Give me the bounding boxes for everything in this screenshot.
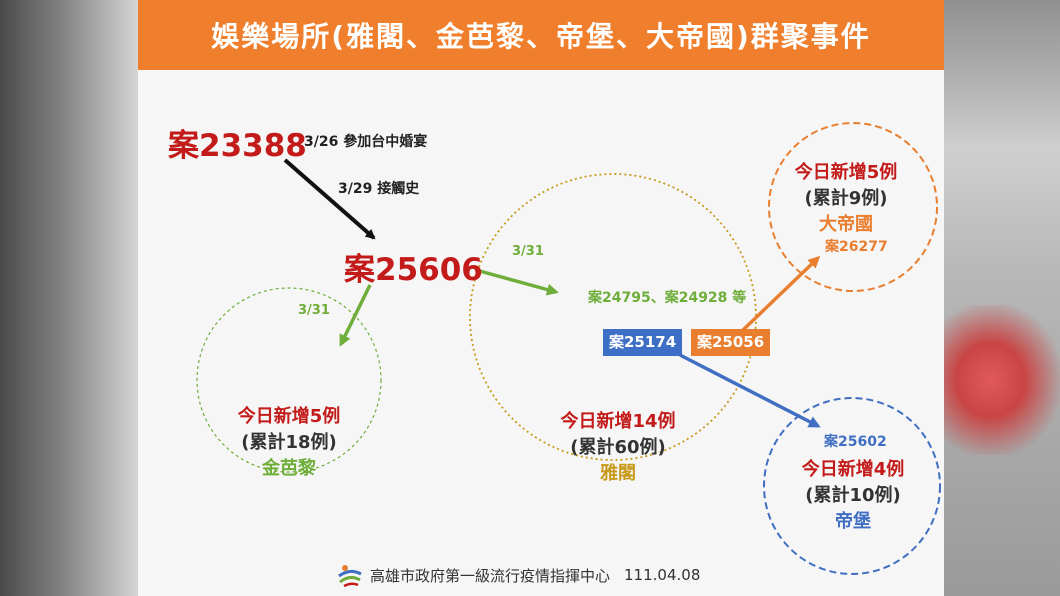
jinbali-date: 3/31 bbox=[298, 303, 330, 318]
dadiguo-total: (累計9例) bbox=[804, 188, 888, 209]
infographic-card: 娛樂場所(雅閣、金芭黎、帝堡、大帝國)群聚事件 案23388 3/26 bbox=[138, 0, 944, 596]
dadiguo-name: 大帝國 bbox=[819, 214, 873, 235]
arrow-to-dibao bbox=[679, 353, 821, 428]
dibao-total: (累計10例) bbox=[805, 485, 901, 506]
dibao-case: 案25602 bbox=[824, 434, 887, 450]
yage-group: 今日新增14例 (累計60例) 雅閣 bbox=[548, 407, 688, 485]
dibao-today: 今日新增4例 bbox=[801, 459, 905, 480]
case-25606-label: 案25606 bbox=[344, 252, 483, 288]
jinbali-group: 今日新增5例 (累計18例) 金芭黎 bbox=[219, 402, 359, 480]
arrow-to-dadiguo bbox=[741, 255, 821, 332]
jinbali-name: 金芭黎 bbox=[262, 458, 316, 479]
dadiguo-circle bbox=[768, 122, 938, 292]
jinbali-today: 今日新增5例 bbox=[237, 406, 341, 427]
yage-today: 今日新增14例 bbox=[560, 411, 676, 432]
background-left bbox=[0, 0, 140, 596]
arrow-23388-to-25606 bbox=[283, 158, 376, 240]
yage-date: 3/31 bbox=[512, 244, 544, 259]
arrow-to-jinbali bbox=[339, 284, 372, 347]
kaohsiung-logo-icon bbox=[338, 565, 362, 588]
dibao-name: 帝堡 bbox=[835, 511, 871, 532]
footer-date: 111.04.08 bbox=[624, 566, 701, 584]
dibao-circle bbox=[763, 397, 941, 575]
dibao-group: 今日新增4例 (累計10例) 帝堡 bbox=[783, 455, 923, 533]
yage-related-cases: 案24795、案24928 等 bbox=[588, 290, 747, 306]
dadiguo-group: 今日新增5例 (累計9例) 大帝國 bbox=[776, 158, 916, 236]
jinbali-circle bbox=[196, 287, 382, 473]
case-25174-tag: 案25174 bbox=[603, 329, 683, 356]
case-25056-tag: 案25056 bbox=[691, 329, 771, 356]
jinbali-total: (累計18例) bbox=[241, 432, 337, 453]
case-23388-label: 案23388 bbox=[168, 128, 307, 164]
yage-name: 雅閣 bbox=[600, 463, 636, 484]
case-23388-note-wedding: 3/26 參加台中婚宴 bbox=[304, 134, 428, 150]
dadiguo-case: 案26277 bbox=[825, 239, 888, 255]
title-bar: 娛樂場所(雅閣、金芭黎、帝堡、大帝國)群聚事件 bbox=[138, 0, 944, 70]
case-23388-note-contact: 3/29 接觸史 bbox=[338, 181, 420, 197]
footer: 高雄市政府第一級流行疫情指揮中心 111.04.08 bbox=[336, 562, 700, 588]
page-title: 娛樂場所(雅閣、金芭黎、帝堡、大帝國)群聚事件 bbox=[211, 20, 871, 53]
footer-org: 高雄市政府第一級流行疫情指揮中心 bbox=[370, 566, 611, 585]
cluster-diagram bbox=[196, 122, 941, 575]
background-right-red-blur bbox=[944, 305, 1060, 455]
yage-total: (累計60例) bbox=[570, 437, 666, 458]
arrow-to-yage bbox=[475, 268, 559, 296]
dadiguo-today: 今日新增5例 bbox=[794, 162, 898, 183]
background-right bbox=[942, 0, 1060, 596]
